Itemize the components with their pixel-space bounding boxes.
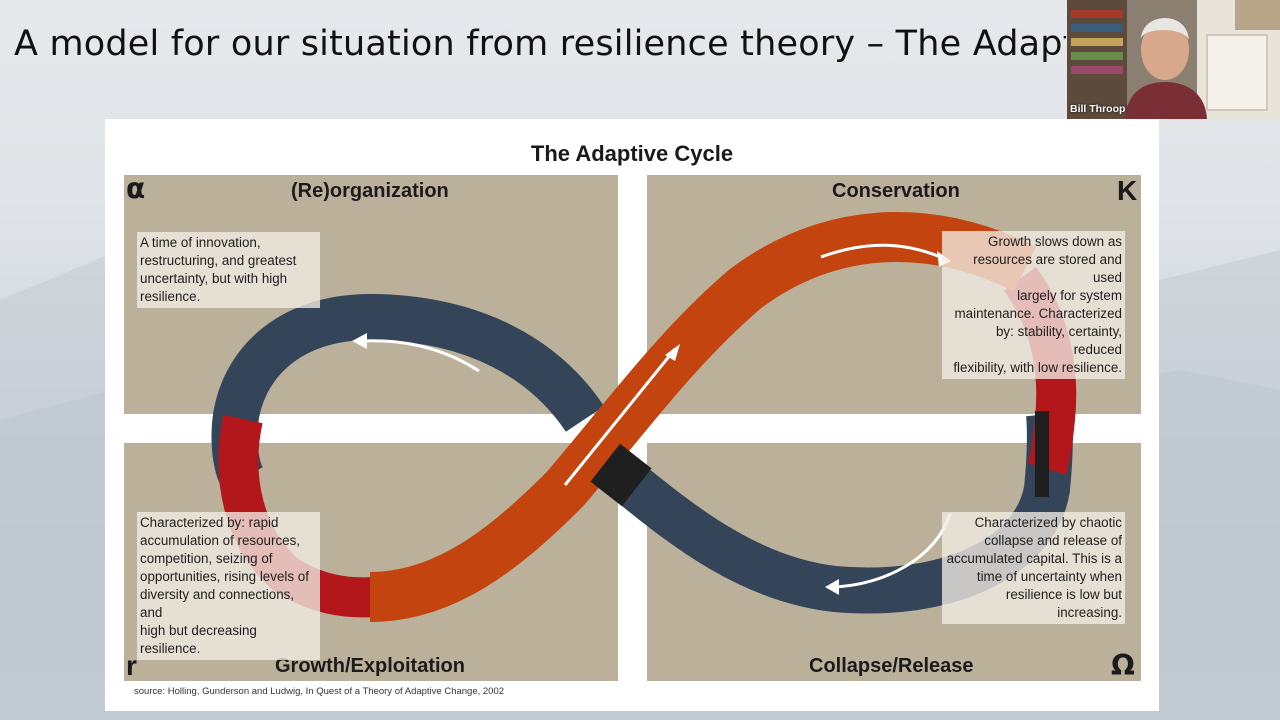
participant-name: Bill Throop [1070,103,1126,115]
label-collapse: Collapse/Release [809,655,974,677]
desc-line: A time of innovation, [140,235,261,250]
desc-line: restructuring, and greatest [140,253,297,268]
arrow-top-right [820,243,946,261]
label-reorganization: (Re)organization [291,180,449,202]
desc-line: resources are stored and used [973,252,1122,285]
label-growth: Growth/Exploitation [275,655,465,677]
slide-title: A model for our situation from resilienc… [14,24,1066,64]
desc-line: Growth slows down as [988,234,1122,249]
desc-reorganization: A time of innovation, restructuring, and… [137,232,320,308]
desc-growth: Characterized by: rapid accumulation of … [137,512,320,660]
desc-line: accumulated capital. This is a [946,551,1122,566]
desc-conservation: Growth slows down as resources are store… [942,231,1125,379]
symbol-omega: Ω [1111,649,1135,682]
participant-video[interactable]: Bill Throop [1067,0,1280,119]
loop-blue-upper-left [211,293,605,491]
desc-line: uncertainty, but with high [140,271,288,286]
figure-title: The Adaptive Cycle [530,141,734,166]
adaptive-cycle-figure: The Adaptive Cycle (Re)organization Cons… [105,119,1159,711]
symbol-r: r [126,650,137,681]
desc-line: competition, seizing of [140,551,273,566]
desc-line: flexibility, with low resilience. [953,360,1122,375]
symbol-alpha: α [126,172,146,205]
desc-line: collapse and release of [984,533,1122,548]
arrow-top-left-head [352,333,367,349]
desc-line: time of uncertainty when [976,569,1122,584]
desc-line: high but decreasing resilience. [140,623,257,656]
desc-line: accumulation of resources, [140,533,301,548]
participant-video-frame [1067,0,1280,119]
label-conservation: Conservation [832,180,960,202]
figure-source: source: Holling, Gunderson and Ludwig, I… [134,686,505,697]
loop-black-edge [1035,411,1049,497]
arrow-top-left [360,339,480,373]
desc-line: diversity and connections, and [140,587,295,620]
desc-line: resilience is low but [1005,587,1122,602]
arrow-bottom-right-head [825,579,839,595]
desc-collapse: Characterized by chaotic collapse and re… [942,512,1125,624]
loop-black-junction [590,443,652,507]
desc-line: increasing. [1057,605,1122,620]
desc-line: resilience. [140,289,201,304]
desc-line: Characterized by chaotic [974,515,1122,530]
desc-line: maintenance. Characterized [954,306,1122,321]
arrow-up-head [665,344,680,361]
desc-line: largely for system [1017,288,1122,303]
desc-line: by: stability, certainty, reduced [995,324,1122,357]
desc-line: opportunities, rising levels of [140,569,309,584]
loop-orange-band [369,212,1037,622]
arrow-up-diagonal [563,348,677,486]
desc-line: Characterized by: rapid [140,515,279,530]
symbol-k: K [1117,175,1138,206]
